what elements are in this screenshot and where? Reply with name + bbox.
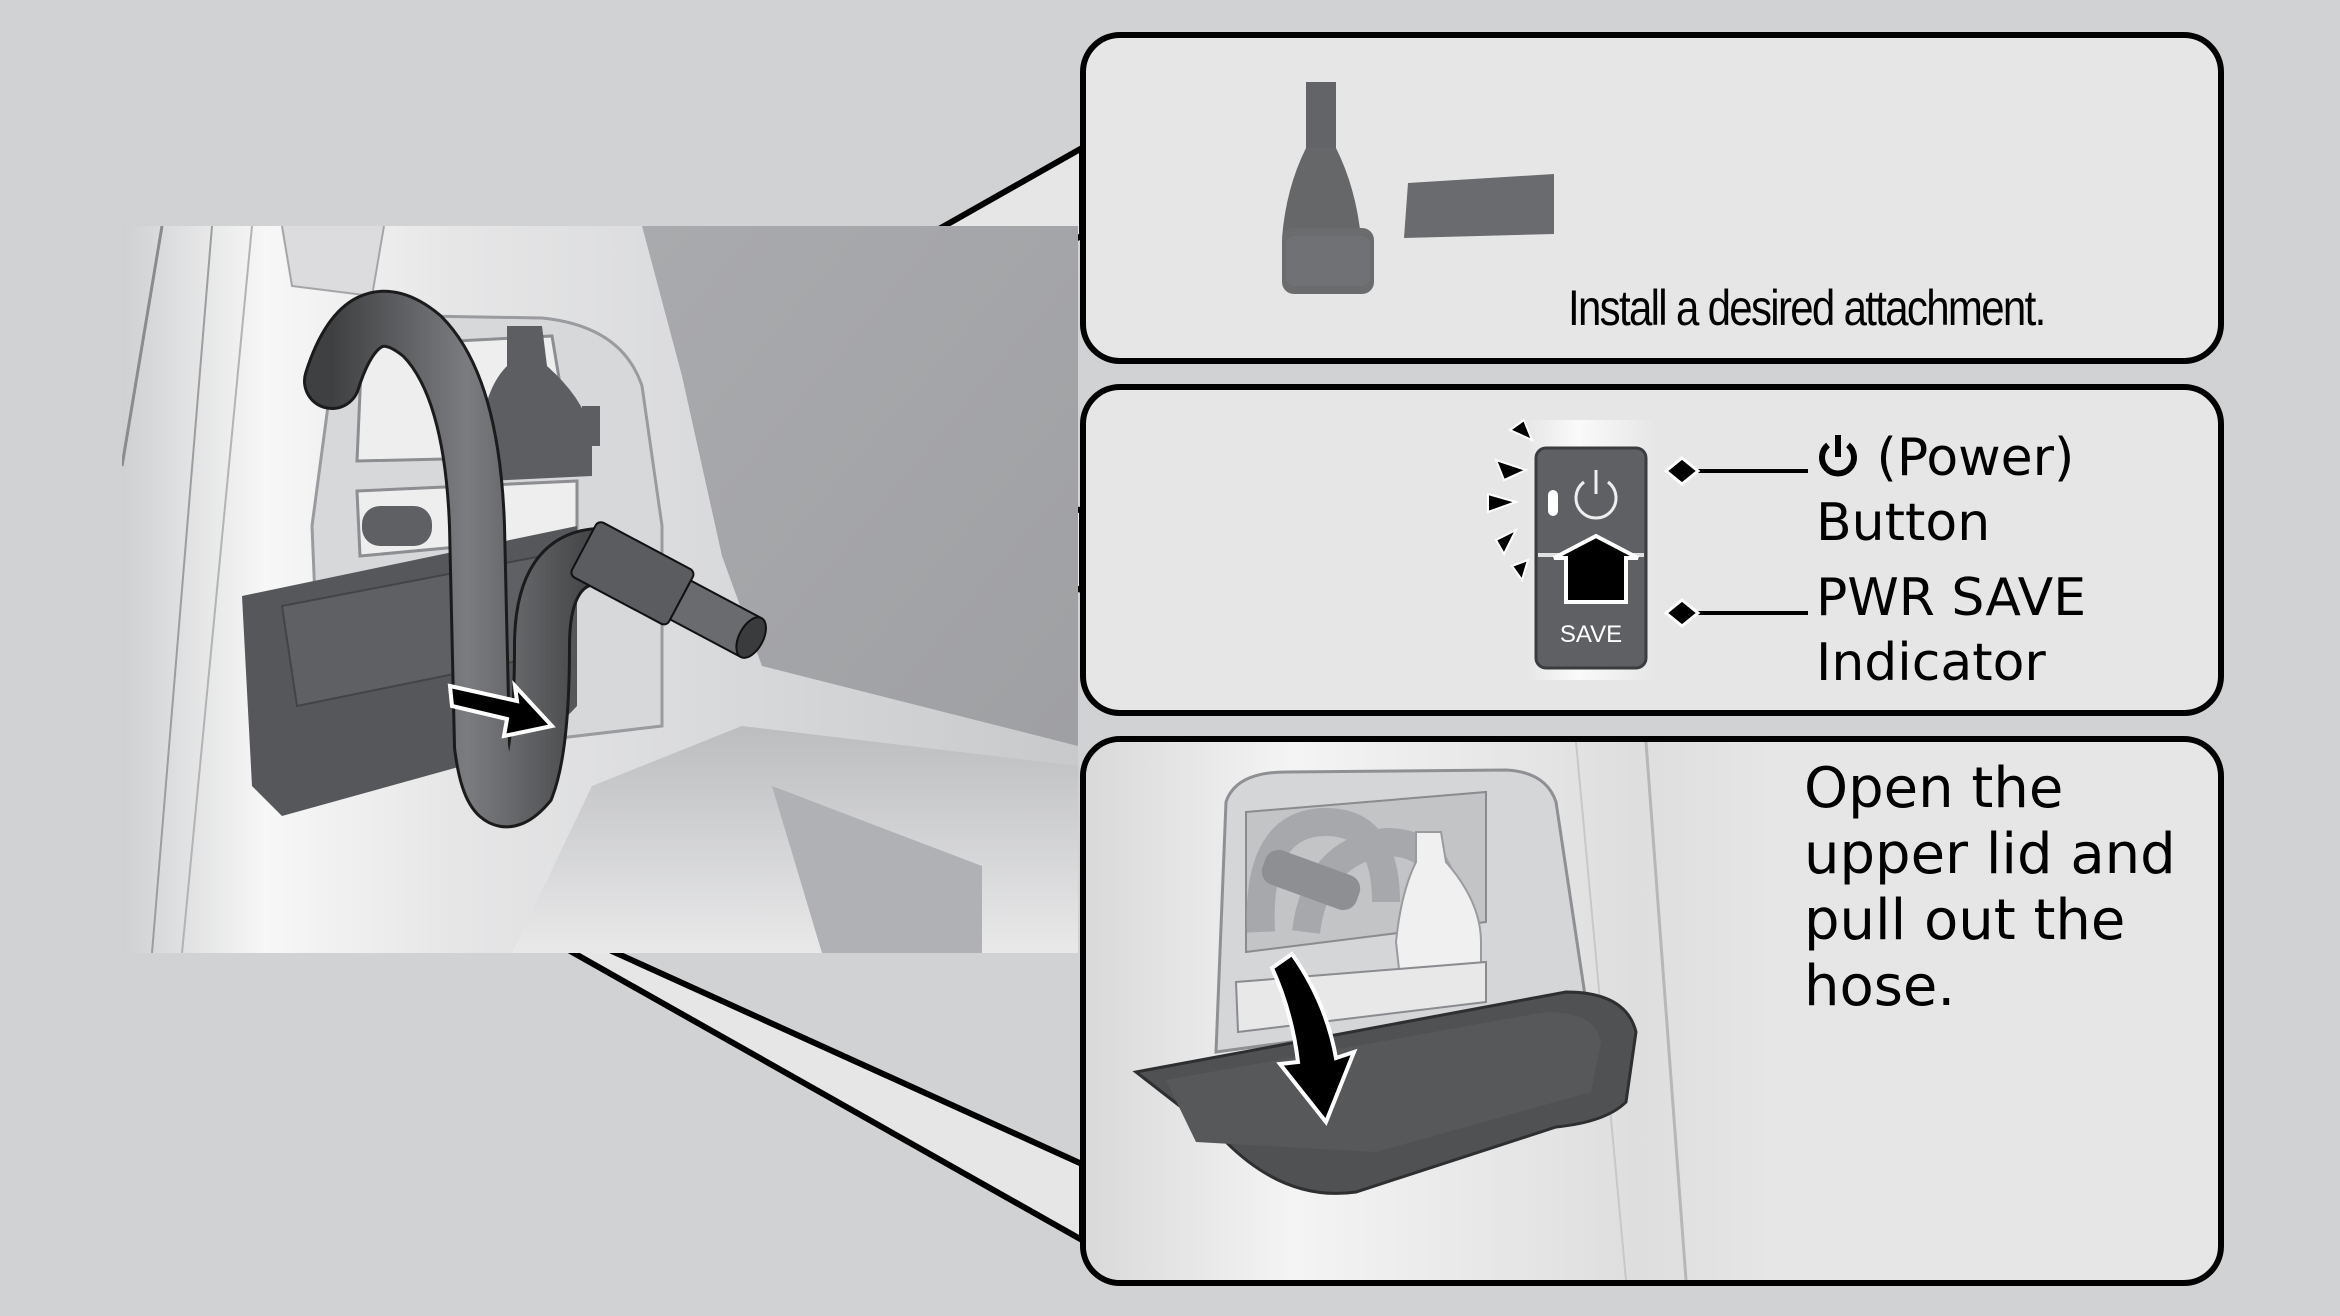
caption-line: upper lid and xyxy=(1804,822,2176,888)
brush-nozzle-icon xyxy=(1282,82,1374,294)
power-symbol-icon xyxy=(1574,470,1618,520)
leader-line-pwr-save xyxy=(1663,598,1808,628)
open-lid-arrow xyxy=(1269,951,1358,1126)
power-switch-body xyxy=(1534,446,1648,670)
leader-line-power xyxy=(1663,456,1808,486)
attachments-caption: Install a desired attachment. xyxy=(1568,280,2046,336)
panel-power-button: SAVE (Power) Button PWR SAVE Indica xyxy=(1080,384,2224,716)
pull-out-arrow xyxy=(447,680,556,739)
power-label-line2: Button xyxy=(1816,493,1991,553)
caption-line: Open the xyxy=(1804,756,2064,821)
blink-indicator-marks xyxy=(1487,418,1534,583)
indicator-light xyxy=(1548,490,1558,516)
crevice-nozzle-icon xyxy=(1404,174,1554,238)
hose-nozzle xyxy=(570,521,767,659)
open-lid-caption: Open the upper lid and pull out the hose… xyxy=(1804,756,2204,1020)
caption-line: hose. xyxy=(1804,954,1956,1020)
power-button-label: (Power) Button xyxy=(1816,426,2074,556)
coiled-hose xyxy=(1246,807,1460,935)
device-pwr-save-text: SAVE xyxy=(1560,621,1622,648)
stored-attachment xyxy=(482,326,592,481)
upper-lid xyxy=(1132,990,1638,1195)
pwr-save-indicator-label: PWR SAVE Indicator xyxy=(1816,566,2086,696)
pwr-save-label-line1: PWR SAVE xyxy=(1816,568,2087,628)
cargo-area-illustration xyxy=(122,226,1078,953)
press-arrow-icon xyxy=(1553,533,1639,604)
panel-attachments: Install a desired attachment. xyxy=(1080,32,2224,364)
pwr-save-label-line2: Indicator xyxy=(1816,633,2046,693)
power-icon xyxy=(1819,435,1857,477)
caption-line: pull out the xyxy=(1804,888,2126,954)
power-label-line1: (Power) xyxy=(1876,428,2075,488)
panel-open-lid: Open the upper lid and pull out the hose… xyxy=(1080,736,2224,1286)
